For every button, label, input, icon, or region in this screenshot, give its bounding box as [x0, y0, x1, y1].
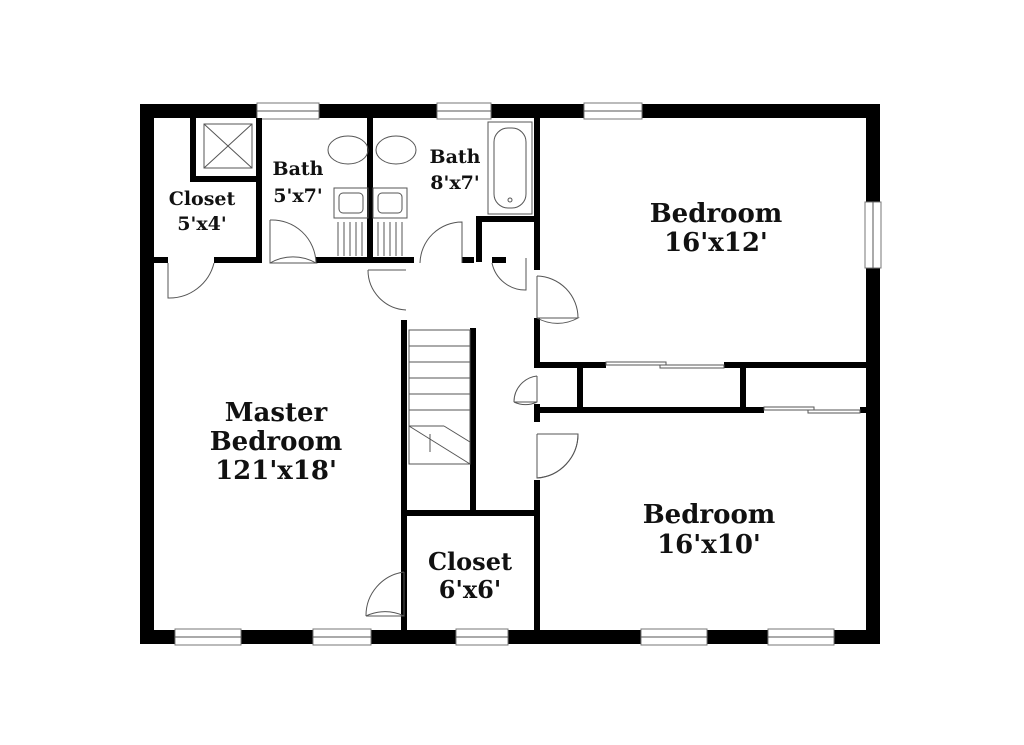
bath-left-name: Bath: [273, 158, 324, 180]
bath-right-name: Bath: [430, 146, 481, 168]
master-bedroom-name-line1: Master: [225, 398, 328, 428]
closet-large-size: 6'x6': [439, 575, 501, 604]
sink-icon: [372, 187, 408, 219]
door-swing: [536, 276, 580, 324]
sliding-doors: [605, 361, 861, 414]
closet-large-name: Closet: [428, 547, 512, 576]
door-swing: [491, 258, 527, 291]
bath-right-size: 8'x7': [430, 172, 479, 194]
closet-small-name: Closet: [169, 188, 236, 210]
shower-icon: [203, 123, 253, 169]
room-labels: Closet 5'x4' Bath 5'x7' Bath 8'x7' Bedro…: [169, 146, 783, 604]
master-bedroom-size: 121'x18': [215, 456, 337, 486]
door-swing: [167, 262, 215, 299]
fixtures: [203, 121, 533, 256]
door-swing: [513, 376, 538, 406]
master-bedroom-name-line2: Bedroom: [210, 427, 343, 457]
bedroom-top-size: 16'x12': [664, 228, 768, 258]
closet-small-size: 5'x4': [177, 213, 226, 235]
door-swing: [419, 221, 463, 264]
tub-icon: [327, 135, 369, 165]
bathtub-icon: [487, 121, 533, 215]
doors: [167, 219, 580, 617]
bedroom-bottom-size: 16'x10': [657, 530, 761, 560]
windows: [174, 102, 882, 646]
bath-left-size: 5'x7': [273, 185, 322, 207]
interior-walls: [154, 118, 868, 632]
sink-icon: [333, 187, 369, 219]
staircase: [408, 329, 471, 465]
door-swing: [269, 220, 318, 264]
bedroom-top-name: Bedroom: [650, 199, 783, 229]
bedroom-bottom-name: Bedroom: [643, 500, 776, 530]
door-swing: [367, 269, 407, 311]
